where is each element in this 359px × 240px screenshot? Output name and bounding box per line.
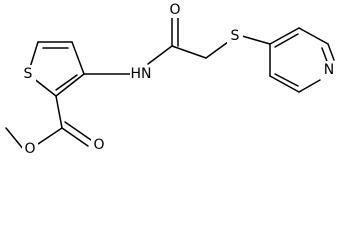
bond-nh-carbonyl-c [147, 45, 173, 65]
pyridine-ring [269, 27, 335, 93]
amide-oxygen-label: O [169, 2, 180, 18]
thioether-linker [241, 35, 271, 45]
bond-pyr-c2-n [298, 79, 321, 93]
bond-thiophene-c3-c2-inner [55, 74, 78, 91]
atom-labels: S HN O S N O O [20, 2, 338, 158]
amide-linker [83, 13, 229, 75]
bond-pyr-n-c6 [327, 43, 335, 61]
thioether-sulfur-label: S [231, 28, 240, 44]
amide-nh-label: HN [131, 66, 152, 82]
ester-carbonyl-oxygen-label: O [93, 137, 104, 153]
bond-pyr-c3-c2 [269, 75, 300, 93]
bond-s-pyridine-c4 [241, 35, 271, 45]
bond-pyr-c5-c4-inner [274, 33, 299, 48]
bond-thiophene-c3-c2 [55, 73, 85, 97]
thiophene-ring [27, 41, 85, 97]
bond-c2-ester-c [55, 95, 63, 129]
bond-ester-c-o-methoxy [37, 127, 63, 145]
thiophene-sulfur-label: S [24, 66, 33, 82]
bond-o-methyl [5, 127, 25, 151]
bond-ch2-s [205, 41, 229, 59]
bond-carbonyl-c-ch2 [171, 45, 207, 59]
ester-methoxy-oxygen-label: O [24, 141, 35, 157]
pyridine-nitrogen-label: N [324, 62, 334, 78]
molecule-structure-diagram: S HN O S N O O [5, 2, 338, 158]
bond-pyr-c5-c4 [269, 27, 300, 45]
bond-thiophene-c4-c3 [71, 41, 85, 75]
bond-pyr-c6-c5 [298, 27, 329, 45]
bond-ester-c-o-carbonyl [61, 127, 89, 147]
bond-pyr-c3-c2-inner [274, 73, 299, 87]
methyl-ester [5, 95, 92, 151]
bond-ester-c-o-carbonyl-double [64, 121, 92, 141]
